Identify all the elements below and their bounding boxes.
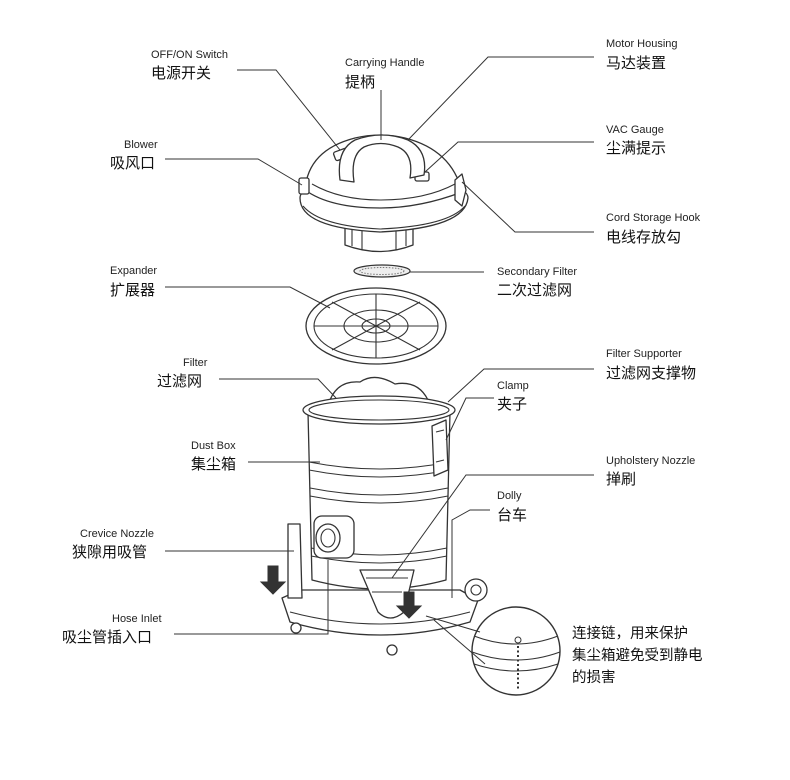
chain-note-line-1: 连接链，用来保护	[572, 625, 688, 642]
label-hook-en: Cord Storage Hook	[606, 212, 701, 224]
label-dolly-zh: 台车	[497, 506, 527, 524]
label-hose-zh: 吸尘管插入口	[62, 628, 152, 646]
label-handle-en: Carrying Handle	[345, 57, 424, 69]
chain-note-line-3: 的损害	[572, 669, 616, 686]
label-upholstery-en: Upholstery Nozzle	[606, 455, 695, 467]
label-gauge-en: VAC Gauge	[606, 124, 664, 136]
label-blower-en: Blower	[124, 139, 158, 151]
label-supporter-zh: 过滤网支撑物	[606, 364, 696, 382]
label-filter-en: Filter	[183, 357, 208, 369]
label-dustbox-zh: 集尘箱	[191, 455, 236, 473]
label-dustbox-en: Dust Box	[191, 440, 236, 452]
label-switch-zh: 电源开关	[151, 64, 211, 82]
label-supporter-en: Filter Supporter	[606, 348, 682, 360]
label-hose-en: Hose Inlet	[112, 613, 162, 625]
chain-note-line-2: 集尘箱避免受到静电	[572, 647, 703, 664]
label-secfilter-en: Secondary Filter	[497, 266, 577, 278]
label-crevice-en: Crevice Nozzle	[80, 528, 154, 540]
label-crevice-zh: 狭隙用吸管	[72, 543, 147, 561]
dust-box	[259, 376, 488, 656]
label-gauge-zh: 尘满提示	[606, 139, 666, 157]
motor-head	[298, 134, 469, 253]
callout-labels: OFF/ON Switch 电源开关 Carrying Handle 提柄 Mo…	[62, 38, 703, 686]
label-blower-zh: 吸风口	[110, 154, 155, 172]
down-arrow-icon	[395, 591, 423, 619]
down-arrow-icon	[259, 565, 287, 595]
label-clamp-zh: 夹子	[497, 395, 527, 413]
label-hook-zh: 电线存放勾	[606, 228, 681, 246]
label-clamp-en: Clamp	[497, 380, 529, 392]
chain-magnifier	[425, 606, 561, 696]
label-motor-en: Motor Housing	[606, 38, 678, 50]
secondary-filter-disc	[353, 264, 411, 278]
label-filter-zh: 过滤网	[157, 372, 202, 390]
label-switch-en: OFF/ON Switch	[151, 49, 228, 61]
label-expander-en: Expander	[110, 265, 157, 277]
label-secfilter-zh: 二次过滤网	[497, 281, 572, 299]
leader-lines	[165, 56, 594, 635]
label-handle-zh: 提柄	[345, 73, 375, 91]
label-dolly-en: Dolly	[497, 490, 522, 502]
expander-ring	[305, 287, 447, 365]
label-upholstery-zh: 掸刷	[606, 470, 636, 488]
label-motor-zh: 马达装置	[606, 54, 666, 72]
label-expander-zh: 扩展器	[110, 281, 155, 299]
